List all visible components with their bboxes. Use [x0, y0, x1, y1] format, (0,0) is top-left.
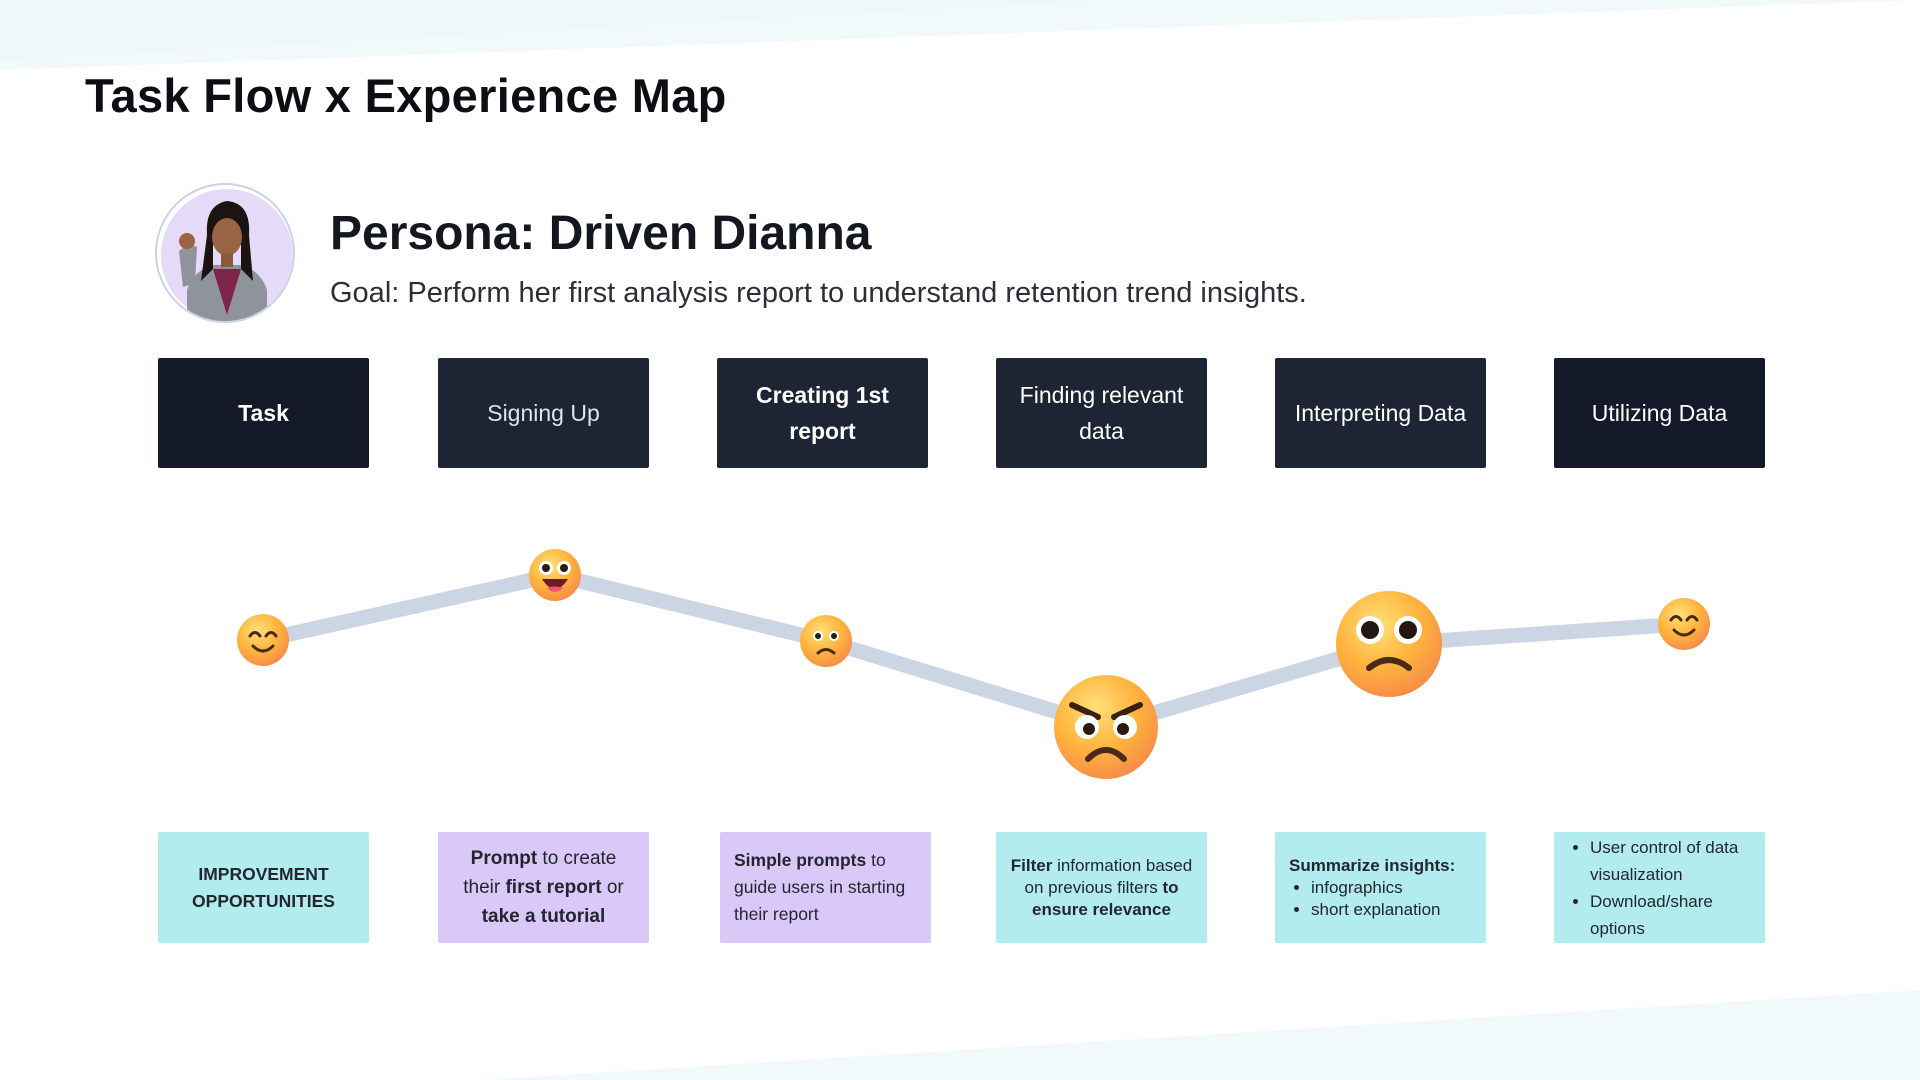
smiling-face-icon	[1658, 598, 1710, 650]
list-item: infographics	[1311, 877, 1472, 899]
improvement-creating-report: Simple prompts to guide users in startin…	[720, 832, 931, 943]
angry-face-icon	[1054, 675, 1158, 779]
improvement-finding-data: Filter information based on previous fil…	[996, 832, 1207, 943]
options-list: User control of data visualization Downl…	[1568, 834, 1751, 942]
smiling-face-icon	[237, 614, 289, 666]
task-step-interpreting-data: Interpreting Data	[1275, 358, 1486, 468]
task-step-creating-report: Creating 1st report	[717, 358, 928, 468]
persona-name: Persona: Driven Dianna	[330, 207, 872, 260]
persona-photo-icon	[161, 189, 293, 321]
task-step-signing-up: Signing Up	[438, 358, 649, 468]
improvement-row-label: IMPROVEMENT OPPORTUNITIES	[158, 832, 369, 943]
list-item: User control of data visualization	[1590, 834, 1751, 888]
task-step-utilizing-data: Utilizing Data	[1554, 358, 1765, 468]
journey-line	[255, 567, 1692, 735]
worried-face-icon	[800, 615, 852, 667]
task-row-label: Task	[158, 358, 369, 468]
persona-avatar	[155, 183, 295, 323]
improvement-signing-up: Prompt to create their first report or t…	[438, 832, 649, 943]
improvement-interpreting-data: Summarize insights: infographics short e…	[1275, 832, 1486, 943]
insight-list: infographics short explanation	[1289, 877, 1472, 921]
frowning-face-icon	[1336, 591, 1442, 697]
page-title: Task Flow x Experience Map	[85, 69, 727, 122]
task-step-finding-data: Finding relevant data	[996, 358, 1207, 468]
list-item: short explanation	[1311, 899, 1472, 921]
list-item: Download/share options	[1590, 888, 1751, 942]
grinning-face-icon	[529, 549, 581, 601]
persona-goal: Goal: Perform her first analysis report …	[330, 277, 1307, 309]
improvement-utilizing-data: User control of data visualization Downl…	[1554, 832, 1765, 943]
